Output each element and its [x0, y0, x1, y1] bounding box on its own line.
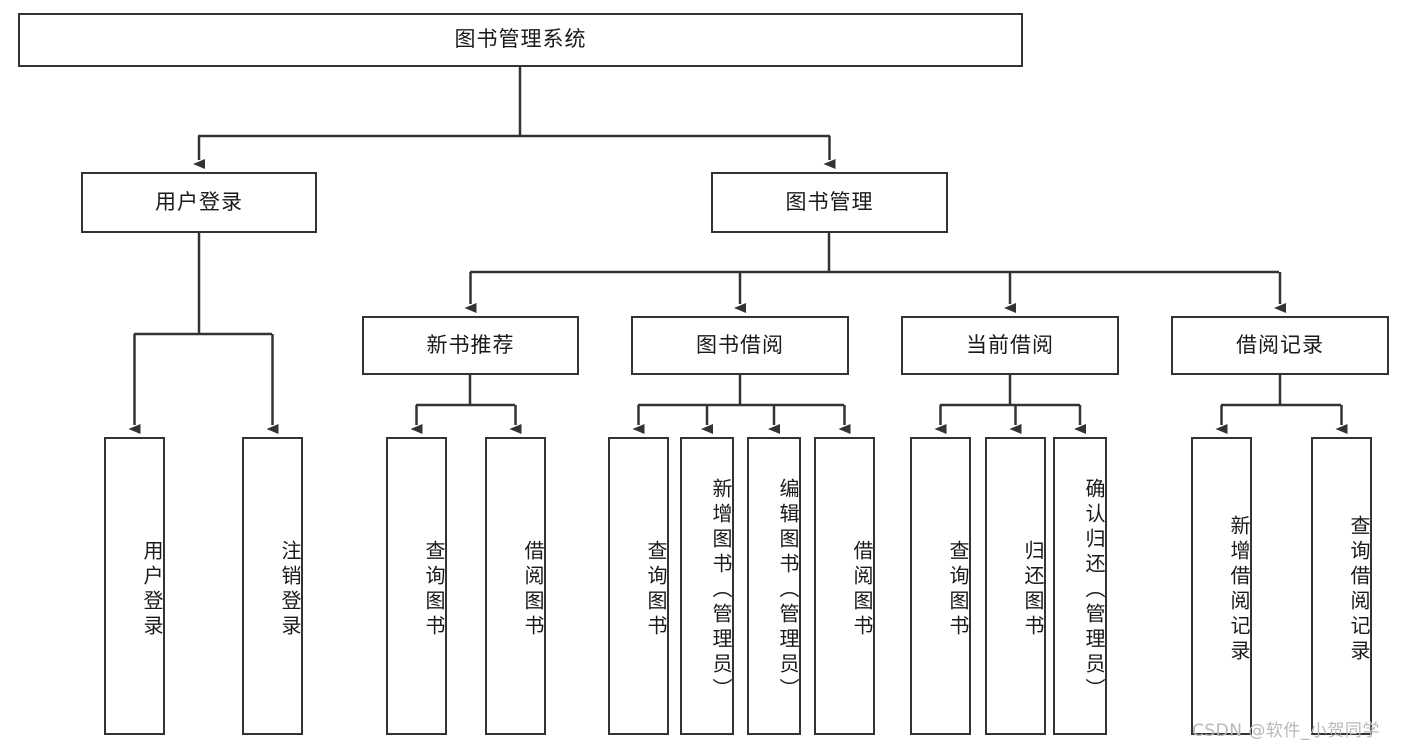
node-leaf-c-query[interactable]: 查询图书 [910, 437, 971, 735]
node-label: 新增图书（管理员） [709, 477, 733, 703]
node-label: 当前借阅 [966, 332, 1054, 357]
node-label: 编辑图书（管理员） [776, 477, 800, 703]
node-leaf-c-confirm[interactable]: 确认归还（管理员） [1053, 437, 1107, 735]
node-label: 新书推荐 [426, 332, 515, 357]
node-l2-newbook[interactable]: 新书推荐 [362, 316, 579, 375]
node-leaf-new-query[interactable]: 查询图书 [386, 437, 447, 735]
node-label: 查询图书 [644, 540, 668, 640]
node-label: 图书管理 [785, 189, 874, 214]
node-label: 确认归还（管理员） [1082, 477, 1106, 703]
node-leaf-b-edit[interactable]: 编辑图书（管理员） [747, 437, 801, 735]
node-label: 用户登录 [155, 189, 243, 214]
csdn-watermark: CSDN @软件_小贺同学 [1192, 721, 1380, 741]
node-label: 归还图书 [1021, 540, 1045, 640]
node-l2-borrow[interactable]: 图书借阅 [631, 316, 849, 375]
node-label: 借阅图书 [850, 540, 874, 640]
node-root[interactable]: 图书管理系统 [18, 13, 1023, 67]
node-leaf-new-borrow[interactable]: 借阅图书 [485, 437, 546, 735]
node-leaf-user-login[interactable]: 用户登录 [104, 437, 165, 735]
node-leaf-b-borrow[interactable]: 借阅图书 [814, 437, 875, 735]
node-l2-record[interactable]: 借阅记录 [1171, 316, 1389, 375]
node-l1-user[interactable]: 用户登录 [81, 172, 317, 233]
node-leaf-b-query[interactable]: 查询图书 [608, 437, 669, 735]
node-label: 用户登录 [140, 540, 164, 640]
node-l1-book[interactable]: 图书管理 [711, 172, 948, 233]
node-leaf-b-add[interactable]: 新增图书（管理员） [680, 437, 734, 735]
node-leaf-r-add[interactable]: 新增借阅记录 [1191, 437, 1252, 735]
node-leaf-r-query[interactable]: 查询借阅记录 [1311, 437, 1372, 735]
node-label: 新增借阅记录 [1227, 515, 1251, 665]
node-leaf-user-logout[interactable]: 注销登录 [242, 437, 303, 735]
node-label: 图书借阅 [696, 332, 784, 357]
node-l2-current[interactable]: 当前借阅 [901, 316, 1119, 375]
node-label: 图书管理系统 [454, 27, 587, 52]
node-label: 注销登录 [278, 540, 302, 640]
node-label: 查询图书 [946, 540, 970, 640]
node-label: 借阅记录 [1236, 332, 1324, 357]
node-label: 查询借阅记录 [1347, 515, 1371, 665]
node-label: 查询图书 [422, 540, 446, 640]
node-label: 借阅图书 [521, 540, 545, 640]
node-leaf-c-return[interactable]: 归还图书 [985, 437, 1046, 735]
